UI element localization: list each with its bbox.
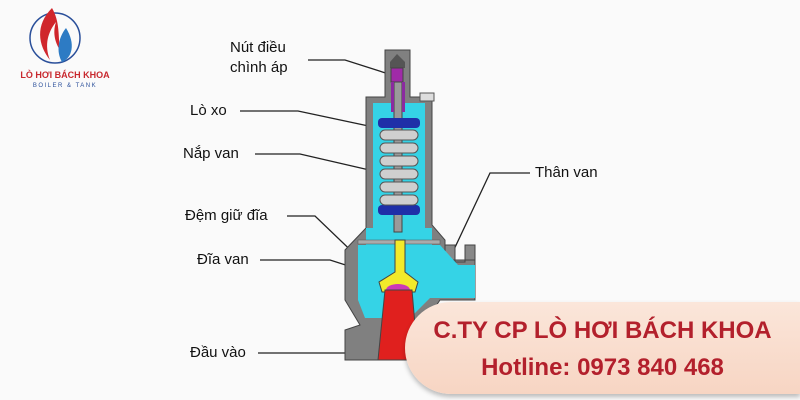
logo-tagline: BOILER & TANK	[32, 83, 98, 89]
label-disc-holder: Đệm giữ đĩa	[185, 207, 268, 224]
hotline[interactable]: Hotline: 0973 840 468	[481, 354, 724, 381]
contact-banner: C.TY CP LÒ HƠI BÁCH KHOA Hotline: 0973 8…	[405, 302, 800, 394]
flame-logo-icon	[29, 8, 81, 64]
label-body: Thân van	[535, 164, 598, 181]
label-adjusting-screw: Nút điều	[230, 39, 286, 56]
company-logo: LÒ HƠI BÁCH KHOA BOILER & TANK	[0, 0, 130, 100]
label-inlet: Đầu vào	[190, 344, 246, 361]
label-bonnet: Nắp van	[183, 145, 239, 162]
label-spring: Lò xo	[190, 102, 227, 119]
company-name: C.TY CP LÒ HƠI BÁCH KHOA	[433, 317, 772, 344]
logo-name: LÒ HƠI BÁCH KHOA	[20, 70, 110, 80]
label-adjusting-screw-2: chình áp	[230, 59, 288, 76]
label-disc: Đĩa van	[197, 251, 249, 268]
spring	[378, 118, 420, 215]
